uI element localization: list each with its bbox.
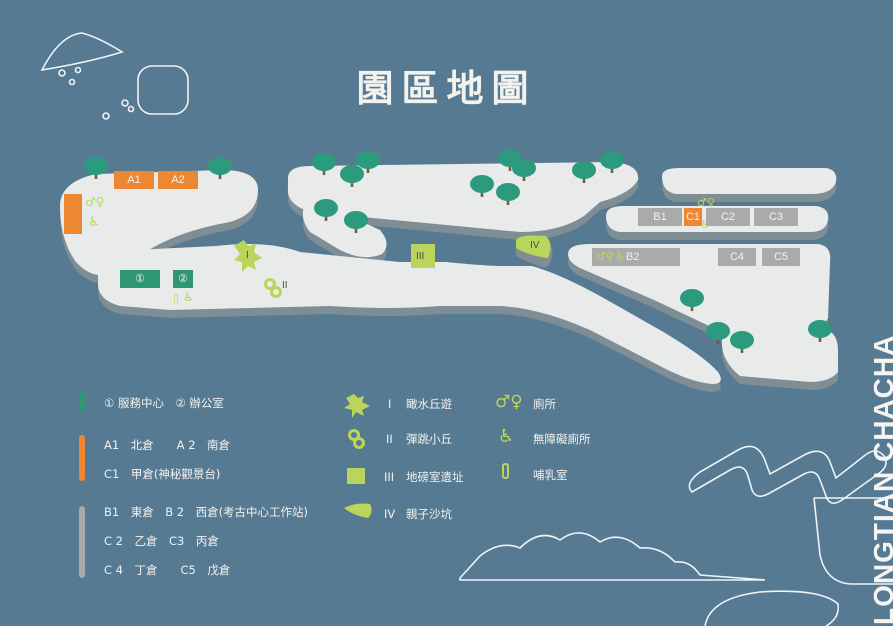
- legend-zone-iii-num: III: [384, 470, 395, 484]
- brand-vertical-text: LONGTIAN CHACHA: [868, 334, 893, 625]
- island-long: [98, 244, 721, 384]
- legend-zone-ii-num: II: [386, 432, 393, 446]
- legend-orange-line1: A1 北倉 A 2 南倉: [104, 438, 231, 452]
- block-service-center[interactable]: ①: [120, 270, 160, 288]
- legend-zone-i-num: I: [388, 397, 392, 411]
- legend-gray-bar: [79, 506, 85, 578]
- legend-nursing-text: 哺乳室: [533, 468, 568, 482]
- restroom-icon: ♂♀: [596, 250, 614, 263]
- legend-restroom-text: 廁所: [533, 397, 556, 411]
- nursing-bottle-icon: [502, 463, 509, 479]
- island-north: [60, 170, 258, 276]
- sandpit-icon: [344, 503, 372, 518]
- block-a1[interactable]: A1: [114, 171, 154, 189]
- zone-label-iii: III: [416, 251, 425, 262]
- page-title: 園區地圖: [356, 67, 537, 110]
- zone-markers: [234, 235, 551, 298]
- island-east-lower: [568, 244, 831, 335]
- legend-teal-text: ① 服務中心 ② 辦公室: [104, 396, 224, 410]
- legend-teal-bar: [79, 393, 85, 411]
- restroom-icon: ♂♀: [85, 195, 105, 209]
- nursing-bottle-icon: ▯: [173, 291, 180, 304]
- block-c2[interactable]: C2: [706, 208, 750, 226]
- legend-orange-line2: C1 甲倉(神秘觀景台): [104, 467, 221, 481]
- legend-zone-i-name: 瞰水丘遊: [406, 397, 452, 411]
- accessible-icon: ♿: [615, 249, 626, 263]
- legend-gray-line3: C 4 丁倉 C5 戊倉: [104, 563, 231, 577]
- accessible-icon: ♿: [88, 215, 100, 230]
- block-a2[interactable]: A2: [158, 171, 198, 189]
- block-b1[interactable]: B1: [638, 208, 682, 226]
- legend-accessible-text: 無障礙廁所: [533, 432, 591, 446]
- legend-gray-line2: C 2 乙倉 C3 丙倉: [104, 534, 219, 548]
- block-c4[interactable]: C4: [718, 248, 756, 266]
- accessible-icon: ♿: [498, 426, 515, 447]
- block-office[interactable]: ②: [173, 270, 193, 288]
- zone-label-iv: IV: [530, 240, 540, 251]
- block-b2[interactable]: B2: [592, 248, 680, 266]
- legend-zone-ii-name: 彈跳小丘: [406, 432, 452, 446]
- legend-zone-iv-name: 親子沙坑: [406, 507, 452, 521]
- block-c1[interactable]: C1: [684, 208, 702, 226]
- restroom-icon: ♂♀: [697, 196, 715, 209]
- zone-label-ii: II: [282, 280, 288, 291]
- accessible-icon: ♿: [700, 218, 710, 231]
- sandpit-marker: [516, 235, 551, 258]
- block-c5[interactable]: C5: [762, 248, 800, 266]
- weighbridge-ruin-icon: [347, 468, 365, 484]
- hill-view-icon: [344, 394, 370, 418]
- island-east-top: [662, 168, 837, 194]
- block-c3[interactable]: C3: [754, 208, 798, 226]
- accessible-icon: ♿: [183, 290, 194, 304]
- legend-zone-iv-num: IV: [384, 507, 396, 521]
- legend-gray-line1: B1 東倉 B 2 西倉(考古中心工作站): [104, 505, 309, 519]
- decorative-doodles: [40, 32, 893, 626]
- legend-zone-iii-name: 地磅室遺址: [406, 470, 464, 484]
- block-orange-west[interactable]: [64, 194, 82, 234]
- restroom-icon: ♂♀: [495, 392, 523, 412]
- legend-zone-icons: [344, 394, 372, 518]
- weighbridge-ruin-marker: [411, 244, 435, 268]
- bounce-hill-icon: [264, 278, 282, 298]
- legend-orange-bar: [79, 435, 85, 481]
- bounce-hill-icon: [348, 429, 365, 449]
- hill-view-icon: [234, 240, 262, 272]
- island-center-top: [287, 162, 639, 232]
- zone-label-i: I: [246, 250, 249, 261]
